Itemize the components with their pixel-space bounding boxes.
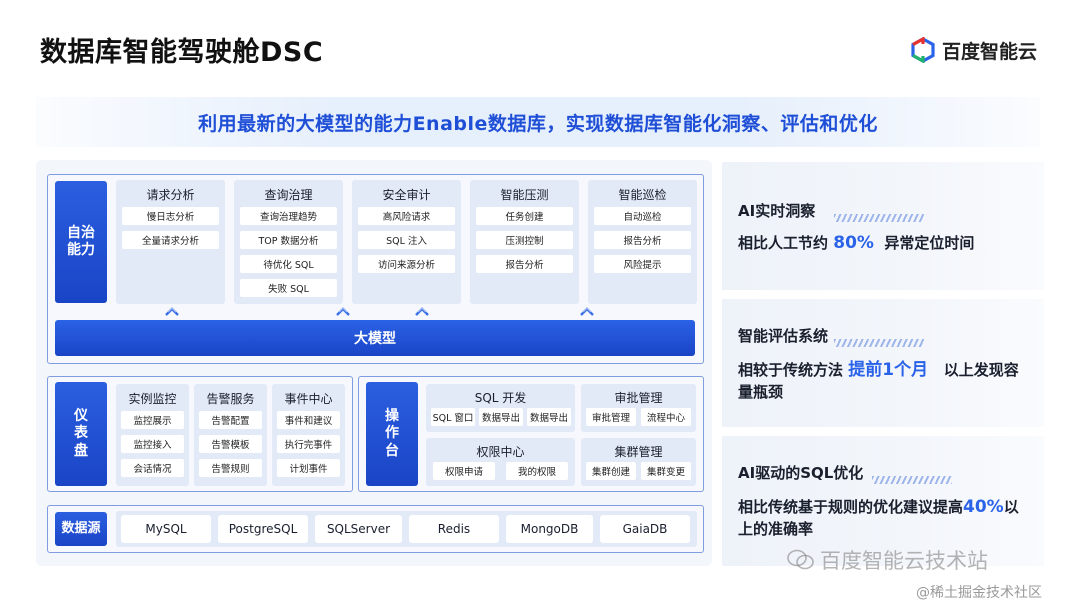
column-alert-service: 告警服务 告警配置 告警模板 告警规则 bbox=[194, 384, 267, 486]
card-stripe bbox=[872, 476, 952, 484]
column-title: 实例监控 bbox=[128, 392, 177, 406]
chip-item[interactable]: 审批管理 bbox=[586, 408, 636, 426]
chip-item[interactable]: 压测控制 bbox=[476, 231, 573, 249]
group-title: 集群管理 bbox=[614, 445, 663, 459]
chip-item[interactable]: 慢日志分析 bbox=[122, 207, 219, 225]
group-title: SQL 开发 bbox=[474, 391, 527, 405]
column-title: 查询治理 bbox=[264, 188, 313, 202]
chip-item[interactable]: 待优化 SQL bbox=[240, 255, 337, 273]
chip-item[interactable]: 报告分析 bbox=[594, 231, 691, 249]
card-body: 相比人工节约 80% 异常定位时间 bbox=[738, 233, 975, 253]
column-title: 智能压测 bbox=[500, 188, 549, 202]
chip-item[interactable]: 失败 SQL bbox=[240, 279, 337, 297]
column-title: 事件中心 bbox=[284, 392, 333, 406]
column-smart-inspection: 智能巡检 自动巡检 报告分析 风险提示 bbox=[588, 180, 697, 304]
card-smart-evaluation: 智能评估系统 相较于传统方法 提前1个月 以上发现容量瓶颈 bbox=[722, 299, 1044, 427]
dashboard-label: 仪 表 盘 bbox=[55, 382, 107, 486]
chip-item[interactable]: 监控展示 bbox=[121, 411, 184, 429]
chip-item[interactable]: 告警配置 bbox=[199, 411, 262, 429]
subtitle-text: 利用最新的大模型的能力Enable数据库，实现数据库智能化洞察、评估和优化 bbox=[198, 112, 878, 135]
card-stripe bbox=[834, 339, 924, 347]
chip-item[interactable]: 数据导出 bbox=[479, 408, 523, 426]
large-model-bar: 大模型 bbox=[55, 320, 695, 356]
group-title: 权限中心 bbox=[476, 445, 525, 459]
chip-item[interactable]: 自动巡检 bbox=[594, 207, 691, 225]
card-sql-optimization: AI驱动的SQL优化 相比传统基于规则的优化建议提高40%以上的准确率 bbox=[722, 436, 1044, 566]
page-title: 数据库智能驾驶舱DSC bbox=[40, 37, 324, 68]
chip-item[interactable]: 数据导出 bbox=[527, 408, 571, 426]
up-arrow-icon bbox=[165, 307, 179, 316]
subtitle-banner: 利用最新的大模型的能力Enable数据库，实现数据库智能化洞察、评估和优化 bbox=[36, 97, 1040, 147]
card-title: 智能评估系统 bbox=[738, 327, 829, 345]
chip-item[interactable]: 高风险请求 bbox=[358, 207, 455, 225]
highlight-value: 40% bbox=[963, 497, 1004, 517]
datasource-item[interactable]: SQLServer bbox=[315, 515, 402, 543]
column-title: 告警服务 bbox=[206, 392, 255, 406]
autonomy-label: 自治 能力 bbox=[55, 181, 107, 303]
column-title: 智能巡检 bbox=[618, 188, 667, 202]
card-ai-insight: AI实时洞察 相比人工节约 80% 异常定位时间 bbox=[722, 162, 1044, 290]
column-title: 安全审计 bbox=[382, 188, 431, 202]
sql-dev-group: SQL 开发 SQL 窗口 数据导出 数据导出 bbox=[426, 384, 575, 432]
card-body: 相比传统基于规则的优化建议提高40%以上的准确率 bbox=[738, 497, 1019, 538]
chip-item[interactable]: 全量请求分析 bbox=[122, 231, 219, 249]
logo-text: 百度智能云 bbox=[942, 40, 1038, 63]
baidu-cloud-logo-icon bbox=[911, 37, 935, 63]
chip-item[interactable]: 流程中心 bbox=[641, 408, 691, 426]
chip-item[interactable]: 风险提示 bbox=[594, 255, 691, 273]
chip-item[interactable]: 任务创建 bbox=[476, 207, 573, 225]
column-request-analysis: 请求分析 慢日志分析 全量请求分析 bbox=[116, 180, 225, 304]
wechat-icon bbox=[787, 549, 814, 570]
chip-item[interactable]: 查询治理趋势 bbox=[240, 207, 337, 225]
group-title: 审批管理 bbox=[614, 391, 663, 405]
highlight-value: 提前1个月 bbox=[848, 360, 929, 380]
chip-item[interactable]: 事件和建议 bbox=[277, 411, 340, 429]
chip-item[interactable]: 访问来源分析 bbox=[358, 255, 455, 273]
chip-item[interactable]: 权限申请 bbox=[433, 462, 495, 480]
datasource-item[interactable]: GaiaDB bbox=[600, 515, 690, 543]
column-security-audit: 安全审计 高风险请求 SQL 注入 访问来源分析 bbox=[352, 180, 461, 304]
datasource-item[interactable]: MySQL bbox=[121, 515, 211, 543]
permission-group: 权限中心 权限申请 我的权限 bbox=[426, 438, 575, 486]
chip-item[interactable]: 报告分析 bbox=[476, 255, 573, 273]
chip-item[interactable]: 告警模板 bbox=[199, 435, 262, 453]
column-instance-monitor: 实例监控 监控展示 监控接入 会话情况 bbox=[116, 384, 189, 486]
chip-item[interactable]: 集群变更 bbox=[641, 462, 691, 480]
column-query-governance: 查询治理 查询治理趋势 TOP 数据分析 待优化 SQL 失败 SQL bbox=[234, 180, 343, 304]
up-arrow-icon bbox=[336, 307, 350, 316]
console-label: 操 作 台 bbox=[366, 382, 418, 486]
chip-item[interactable]: 我的权限 bbox=[506, 462, 568, 480]
up-arrow-icon bbox=[415, 307, 429, 316]
juejin-watermark: @稀土掘金技术社区 bbox=[916, 585, 1042, 601]
column-event-center: 事件中心 事件和建议 执行完事件 计划事件 bbox=[272, 384, 345, 486]
up-arrow-icon bbox=[580, 307, 594, 316]
card-title: AI实时洞察 bbox=[738, 202, 816, 220]
highlight-value: 80% bbox=[833, 233, 874, 253]
cluster-group: 集群管理 集群创建 集群变更 bbox=[581, 438, 696, 486]
card-body: 相较于传统方法 提前1个月 以上发现容量瓶颈 bbox=[738, 360, 1019, 401]
approval-group: 审批管理 审批管理 流程中心 bbox=[581, 384, 696, 432]
card-stripe bbox=[834, 214, 924, 222]
wechat-watermark: 百度智能云技术站 bbox=[786, 545, 988, 575]
datasource-item[interactable]: MongoDB bbox=[506, 515, 593, 543]
chip-item[interactable]: SQL 窗口 bbox=[431, 408, 475, 426]
baidu-cloud-logo: 百度智能云 bbox=[910, 36, 1050, 64]
column-title: 请求分析 bbox=[146, 188, 195, 202]
chip-item[interactable]: 会话情况 bbox=[121, 459, 184, 477]
chip-item[interactable]: TOP 数据分析 bbox=[240, 231, 337, 249]
datasource-item[interactable]: Redis bbox=[409, 515, 499, 543]
chip-item[interactable]: 计划事件 bbox=[277, 459, 340, 477]
datasource-label: 数据源 bbox=[55, 512, 107, 546]
chip-item[interactable]: 集群创建 bbox=[586, 462, 636, 480]
chip-item[interactable]: SQL 注入 bbox=[358, 231, 455, 249]
card-title: AI驱动的SQL优化 bbox=[738, 464, 864, 482]
chip-item[interactable]: 监控接入 bbox=[121, 435, 184, 453]
chip-item[interactable]: 告警规则 bbox=[199, 459, 262, 477]
datasource-item[interactable]: PostgreSQL bbox=[218, 515, 308, 543]
column-stress-test: 智能压测 任务创建 压测控制 报告分析 bbox=[470, 180, 579, 304]
chip-item[interactable]: 执行完事件 bbox=[277, 435, 340, 453]
